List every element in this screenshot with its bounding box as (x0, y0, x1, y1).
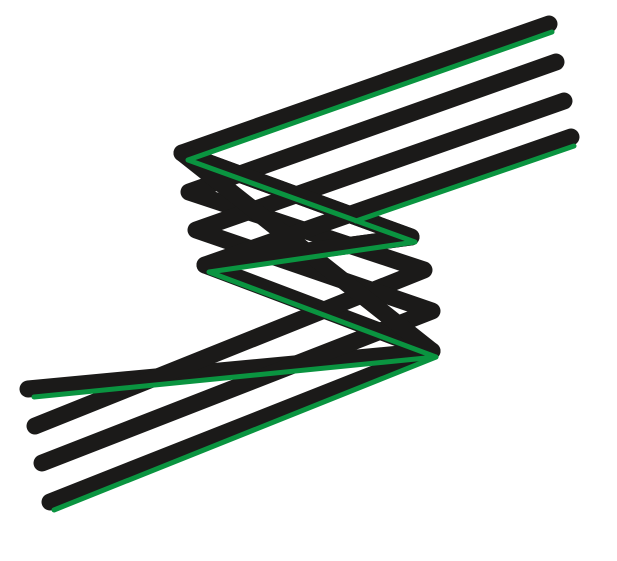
wire-4-black (41, 128, 580, 511)
wire-3-black (33, 92, 573, 472)
wire-4-green-highlight (353, 143, 577, 224)
wire-4-green-tail (51, 354, 439, 513)
wire-1-green-highlight (31, 29, 555, 400)
black-wire-group (19, 15, 580, 511)
green-highlight-group (31, 29, 577, 513)
